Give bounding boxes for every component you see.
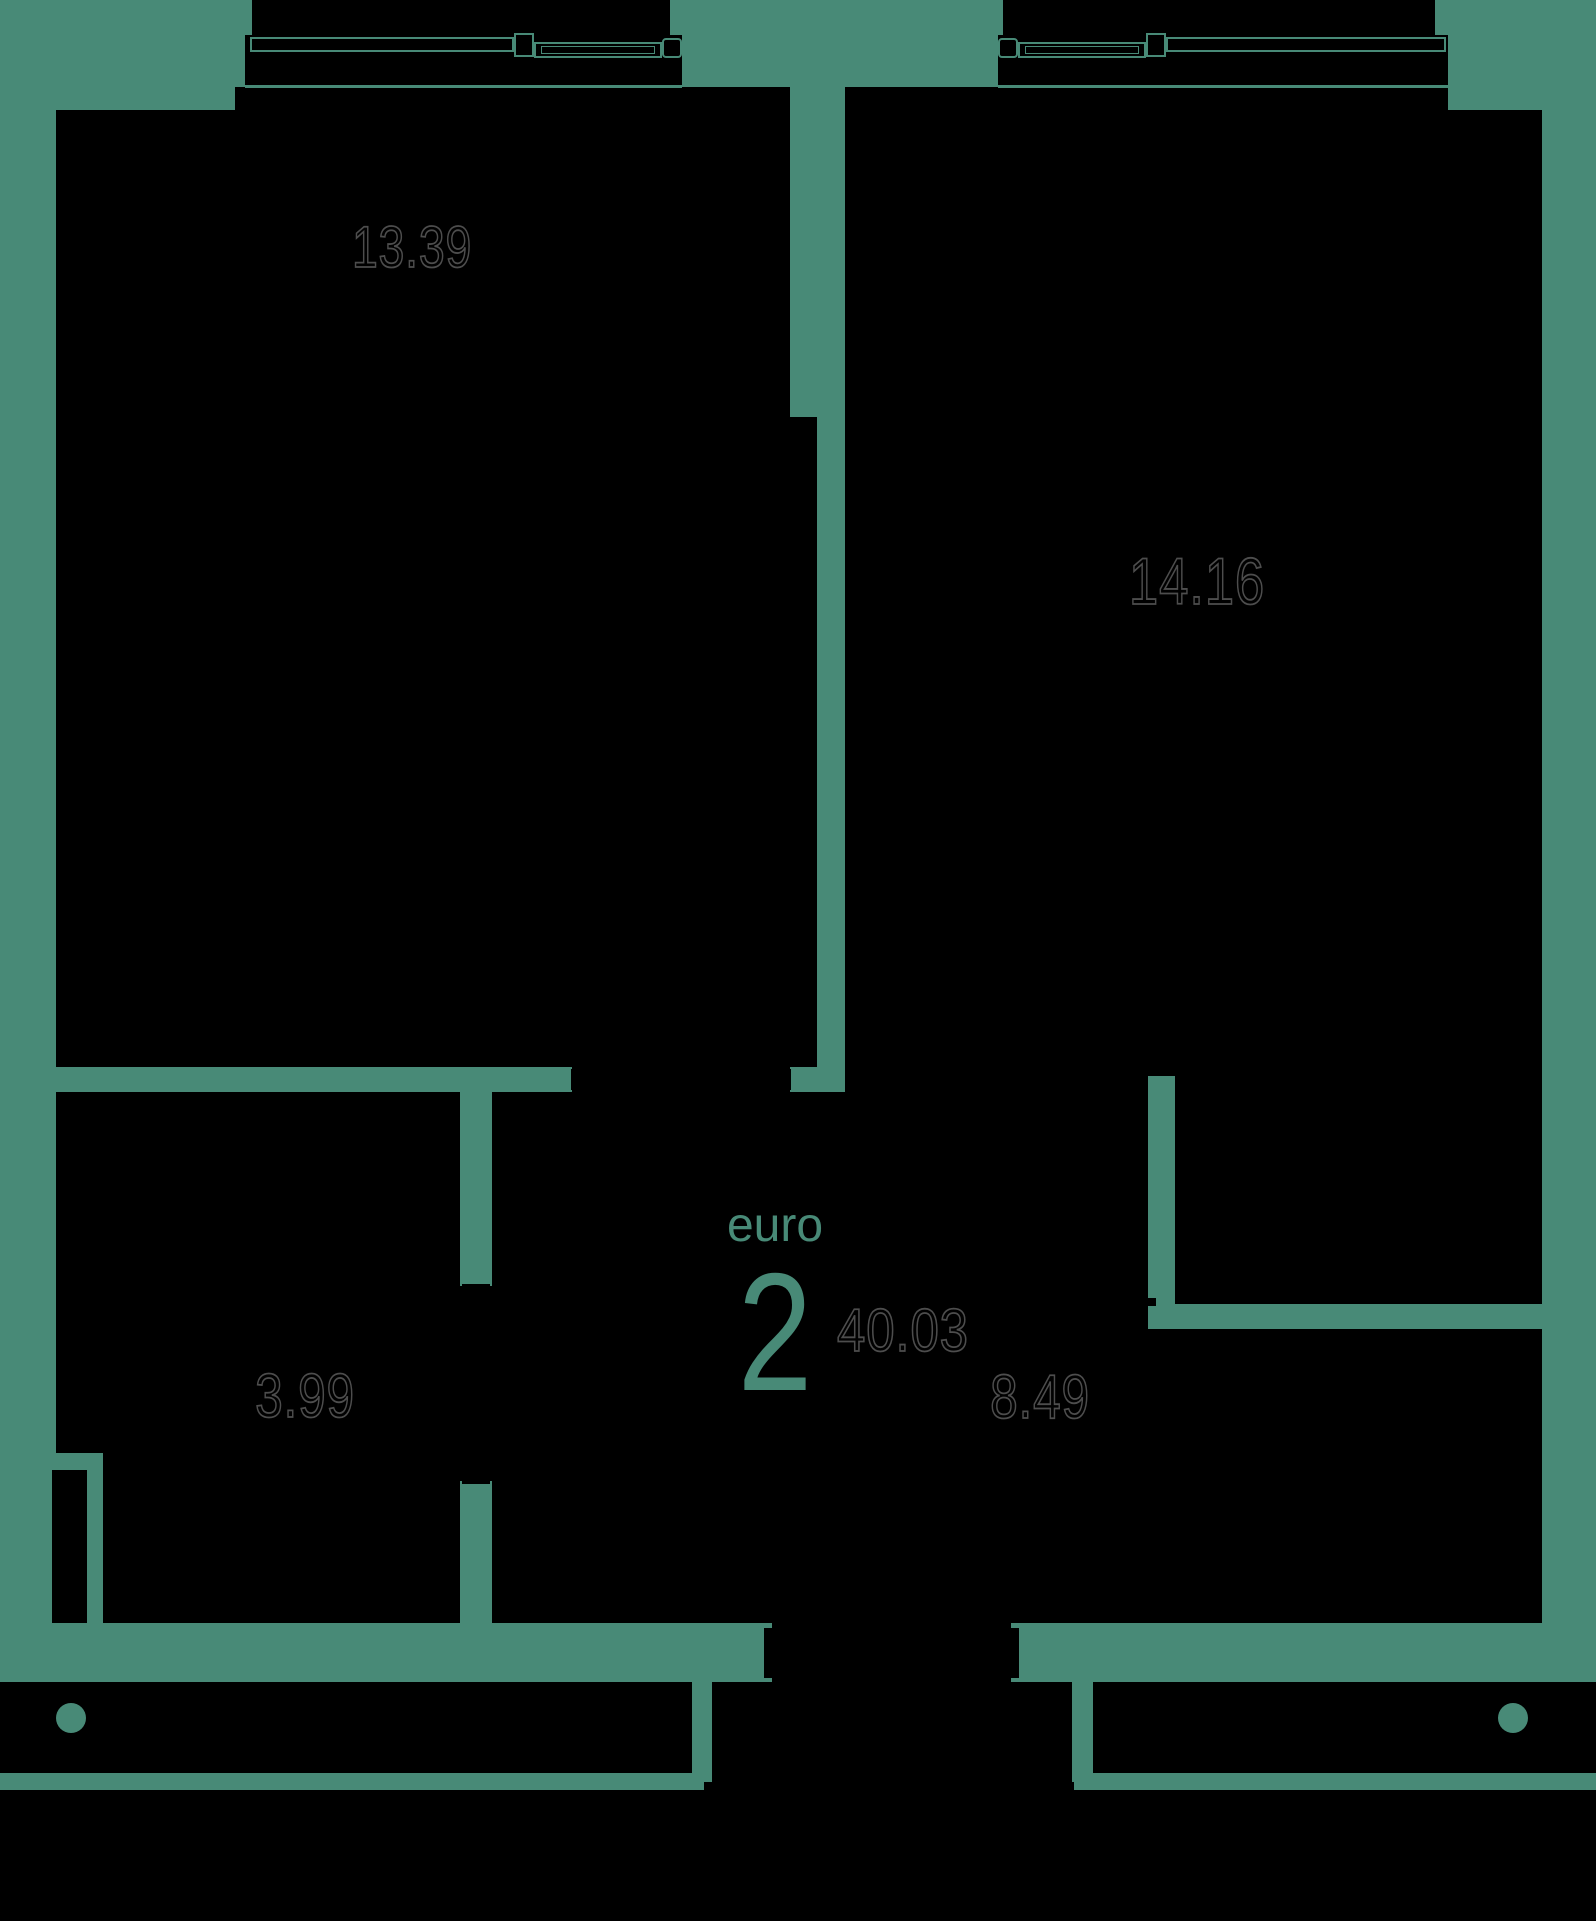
wall-bathroom-hall-lower	[460, 1481, 492, 1623]
porch-slab-left	[0, 1682, 692, 1773]
porch-ground-gap-left	[0, 1773, 712, 1790]
wall-bathroom-hall-upper	[460, 1092, 492, 1286]
entrance-door-opening	[772, 1623, 1011, 1685]
apartment-type-label: euro	[726, 1199, 824, 1252]
window-right-sill-line	[998, 85, 1448, 88]
apartment-room-count: 2	[737, 1238, 813, 1426]
left-wall-notch	[56, 1453, 103, 1470]
entrance-door-jamb-left	[764, 1628, 772, 1678]
apartment-total-area: 40.03	[836, 1296, 969, 1365]
window-right-lintel	[1003, 0, 1435, 35]
partition-rooms-foot	[790, 1067, 845, 1092]
left-wall-pillar	[52, 1470, 87, 1623]
door-jamb-bathroom-top	[462, 1284, 490, 1291]
window-right-end-bracket-icon	[998, 38, 1018, 58]
partition-rooms-lower	[817, 417, 845, 1067]
porch-column-dot-right	[1498, 1703, 1528, 1733]
door-jamb-bathroom-bottom	[462, 1477, 490, 1484]
window-right-fixed-pane-icon	[1166, 37, 1446, 52]
ground-band	[0, 1790, 1596, 1921]
door-jamb-room1-right	[784, 1069, 791, 1090]
entrance-door-jamb-right	[1011, 1628, 1019, 1678]
facade-gap-left	[0, 1623, 772, 1682]
porch-ground-gap-right	[1072, 1773, 1596, 1790]
partition-rooms-upper	[790, 87, 845, 417]
window-right-sash-inner-line	[1025, 46, 1139, 54]
window-left-sash-inner-line	[541, 46, 655, 54]
left-pillar-gap	[87, 1470, 103, 1623]
room-area-label-4: 8.49	[989, 1363, 1090, 1433]
wall-room2-hall-pier	[1148, 1076, 1175, 1304]
window-left-sill-line	[245, 85, 682, 88]
room-area-label-3: 3.99	[254, 1362, 355, 1432]
wall-room2-hall	[1148, 1304, 1542, 1329]
facade-gap-right	[1011, 1623, 1596, 1682]
window-left-fixed-pane-icon	[250, 37, 514, 52]
landing-tick-left	[704, 1782, 712, 1790]
window-right-mullion-icon	[1146, 33, 1166, 57]
window-left-end-bracket-icon	[662, 38, 682, 58]
window-left-lintel	[252, 0, 670, 35]
porch-column-dot-left	[56, 1703, 86, 1733]
door-jamb-room1-left	[571, 1069, 578, 1090]
room-area-label-1: 13.39	[351, 214, 473, 281]
wall-room1-bathroom	[56, 1067, 572, 1092]
door-jamb-room2-pier	[1148, 1298, 1156, 1306]
window-left-mullion-icon	[514, 33, 534, 57]
room-area-label-2: 14.16	[1128, 544, 1266, 618]
landing-tick-right	[1066, 1782, 1074, 1790]
